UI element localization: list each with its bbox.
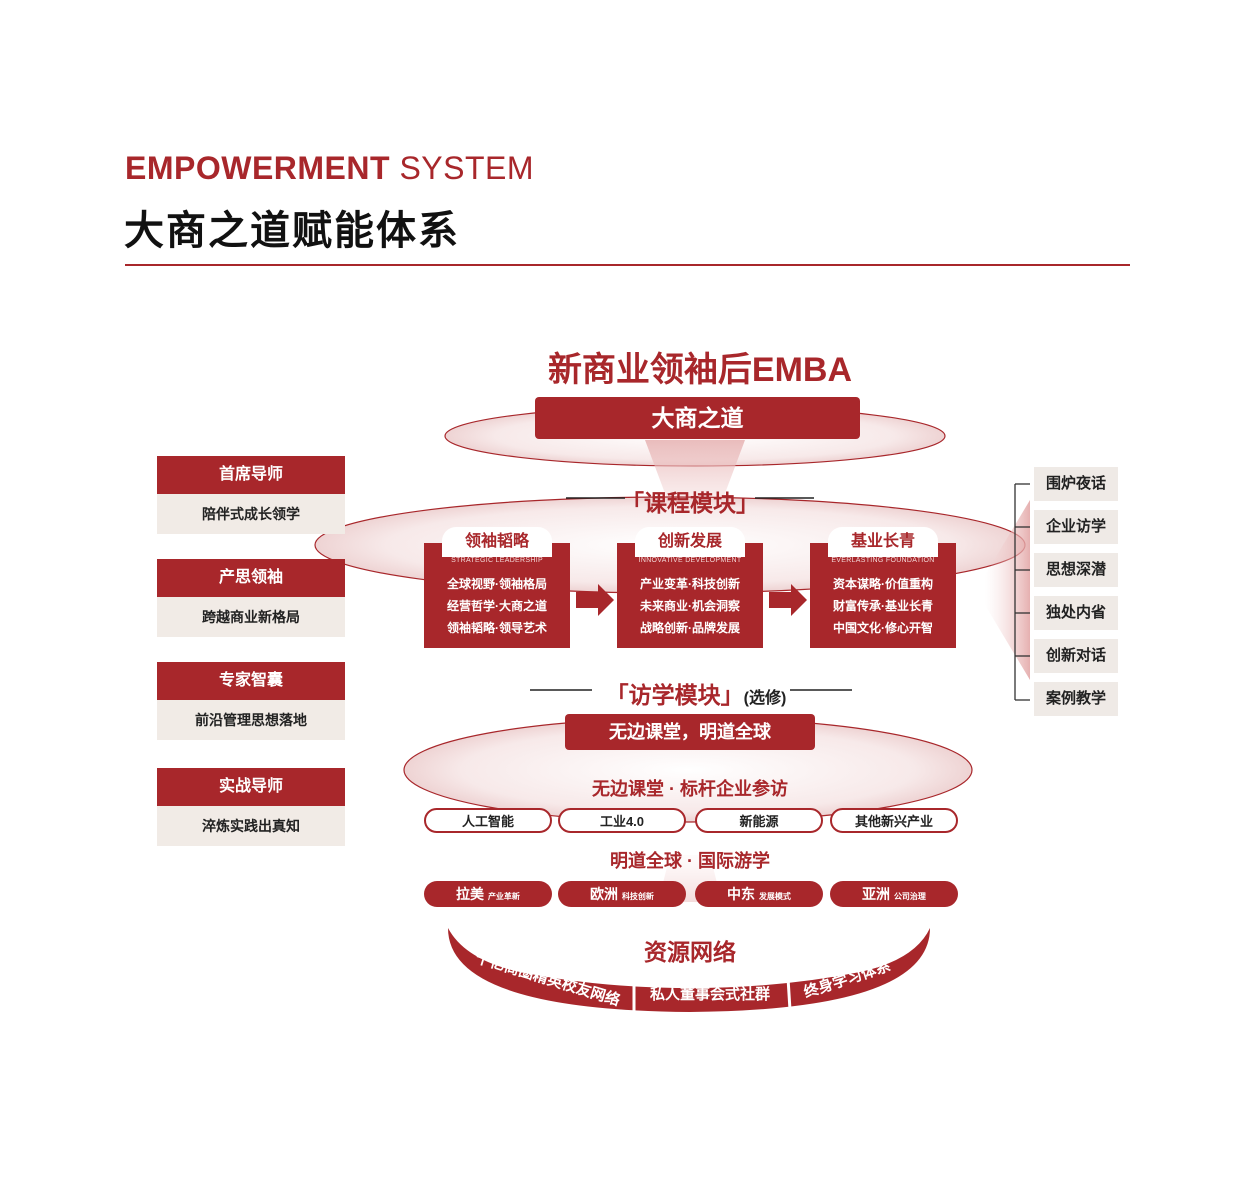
left-card-sub: 前沿管理思想落地 [157, 700, 345, 740]
module-line: 领袖韬略·领导艺术 [447, 621, 547, 635]
classroom-title: 无边课堂 · 标杆企业参访 [592, 779, 788, 799]
region-pill: 拉美 产业革新 [424, 881, 552, 907]
module-line: 经营哲学·大商之道 [447, 599, 547, 613]
region-tag: 科技创新 [621, 892, 654, 901]
industry-pill: 工业4.0 [558, 808, 686, 833]
region-tag: 产业革新 [487, 892, 520, 901]
region-tag: 公司治理 [893, 892, 926, 901]
left-card: 实战导师 淬炼实践出真知 [157, 768, 345, 846]
resources-arc [448, 928, 930, 1012]
right-item: 企业访学 [1034, 510, 1118, 544]
module-line: 中国文化·修心开智 [833, 621, 933, 635]
right-item: 创新对话 [1034, 639, 1118, 673]
right-beam [985, 500, 1030, 680]
module-en: INNOVATIVE DEVELOPMENT [638, 557, 742, 564]
left-card-title: 产思领袖 [157, 559, 345, 597]
header-divider [125, 264, 1130, 266]
right-item: 独处内省 [1034, 596, 1118, 630]
global-title: 明道全球 · 国际游学 [610, 851, 770, 871]
top-bar-dadao: 大商之道 [535, 397, 860, 439]
header-en-bold: EMPOWERMENT [125, 150, 391, 186]
left-card-sub: 淬炼实践出真知 [157, 806, 345, 846]
module-title: 创新发展 [635, 527, 745, 557]
module-card: 基业长青 EVERLASTING FOUNDATION 资本谋略·价值重构 财富… [810, 527, 956, 648]
module-en: STRATEGIC LEADERSHIP [451, 557, 543, 564]
module-card: 领袖韬略 STRATEGIC LEADERSHIP 全球视野·领袖格局 经营哲学… [424, 527, 570, 648]
right-item: 案例教学 [1034, 682, 1118, 716]
module-line: 资本谋略·价值重构 [833, 577, 933, 591]
left-card-title: 专家智囊 [157, 662, 345, 700]
region-pill: 亚洲 公司治理 [830, 881, 958, 907]
region-name: 拉美 [456, 886, 485, 902]
industry-pill: 人工智能 [424, 808, 552, 833]
left-card-title: 实战导师 [157, 768, 345, 806]
region-pill: 欧洲 科技创新 [558, 881, 686, 907]
left-card-sub: 跨越商业新格局 [157, 597, 345, 637]
module-line: 财富传承·基业长青 [833, 599, 933, 613]
visit-bar: 无边课堂，明道全球 [565, 714, 815, 750]
left-card-sub: 陪伴式成长领学 [157, 494, 345, 534]
module-line: 未来商业·机会洞察 [640, 599, 740, 613]
header-en-light: SYSTEM [399, 150, 535, 186]
module-card: 创新发展 INNOVATIVE DEVELOPMENT 产业变革·科技创新 未来… [617, 527, 763, 648]
header-en-title: EMPOWERMENT SYSTEM [125, 150, 534, 187]
module-en: EVERLASTING FOUNDATION [831, 557, 935, 564]
right-item: 思想深潜 [1034, 553, 1118, 587]
visit-section-label: 「访学模块」 [605, 682, 744, 708]
region-name: 亚洲 [862, 886, 891, 902]
left-card: 产思领袖 跨越商业新格局 [157, 559, 345, 637]
module-line: 战略创新·品牌发展 [640, 621, 740, 635]
visit-optional-label: (选修) [743, 690, 787, 707]
left-card: 首席导师 陪伴式成长领学 [157, 456, 345, 534]
region-pill: 中东 发展模式 [695, 881, 823, 907]
left-card-title: 首席导师 [157, 456, 345, 494]
resources-title: 资源网络 [644, 939, 736, 965]
page-title: 大商之道赋能体系 [124, 207, 460, 254]
module-title: 基业长青 [828, 527, 938, 557]
module-title: 领袖韬略 [442, 527, 552, 557]
module-line: 全球视野·领袖格局 [447, 577, 547, 591]
arrow-right-icon [769, 584, 807, 616]
industry-pill: 其他新兴产业 [830, 808, 958, 833]
region-name: 中东 [727, 886, 756, 902]
industry-pill: 新能源 [695, 808, 823, 833]
right-item: 围炉夜话 [1034, 467, 1118, 501]
visit-section-title: 「访学模块」(选修) [596, 676, 796, 710]
region-name: 欧洲 [590, 886, 619, 902]
resources-arc-inner [490, 902, 890, 978]
region-tag: 发展模式 [758, 892, 791, 901]
main-title: 新商业领袖后EMBA [547, 351, 853, 389]
left-card: 专家智囊 前沿管理思想落地 [157, 662, 345, 740]
arrow-right-icon [576, 584, 614, 616]
module-line: 产业变革·科技创新 [640, 577, 740, 591]
course-section-title: 「课程模块」 [621, 490, 759, 516]
resource-item: 私人董事会式社群 [650, 986, 771, 1003]
